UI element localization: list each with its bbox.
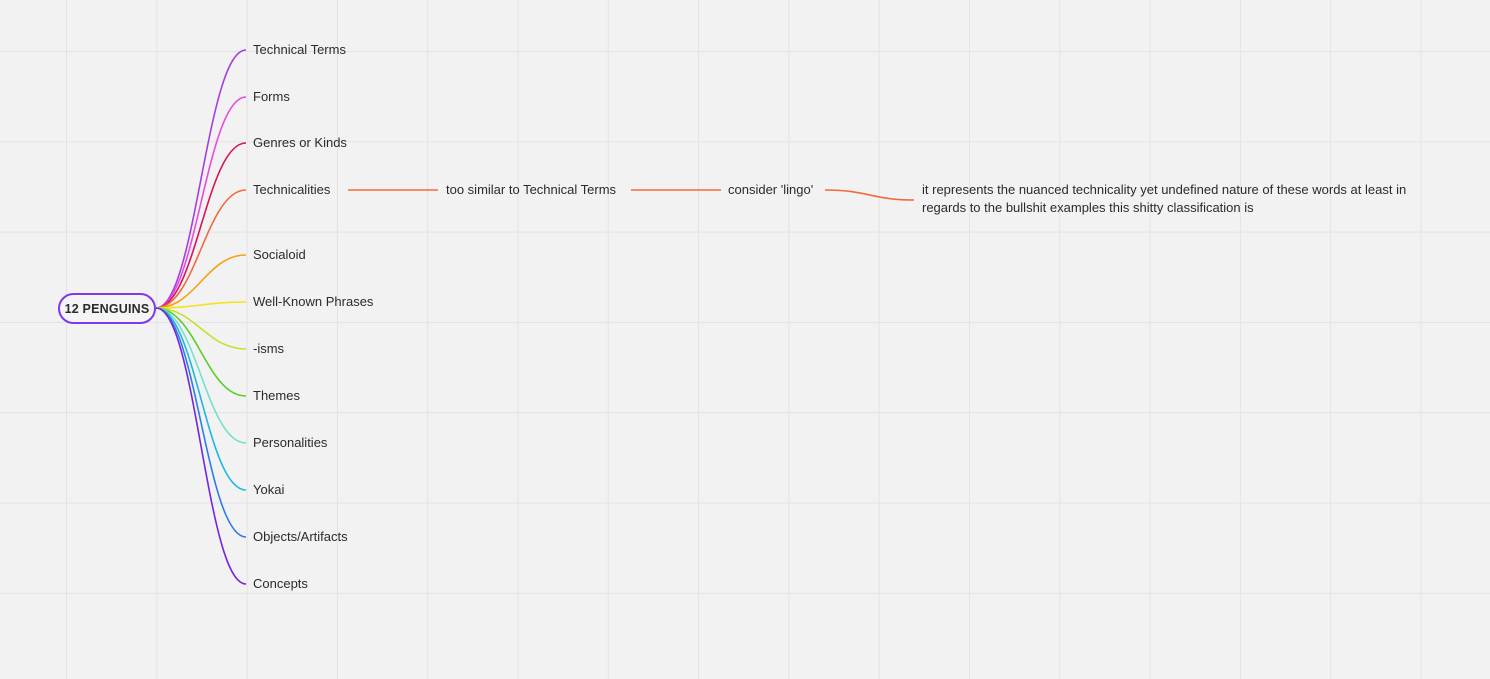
branch-node-socialoid[interactable]: Socialoid (253, 247, 306, 262)
root-node[interactable]: 12 PENGUINS (58, 293, 156, 324)
child-node-too-similar[interactable]: too similar to Technical Terms (446, 182, 617, 197)
chain-connector (824, 189, 915, 201)
branch-node-objects-artifacts[interactable]: Objects/Artifacts (253, 529, 348, 544)
branch-node-concepts[interactable]: Concepts (253, 576, 308, 591)
branch-node-well-known-phrases[interactable]: Well-Known Phrases (253, 294, 374, 309)
branch-node-themes[interactable]: Themes (253, 388, 300, 403)
root-node-label: 12 PENGUINS (64, 301, 150, 316)
child-node-explanation[interactable]: it represents the nuanced technicality y… (922, 182, 1407, 215)
branch-connector (155, 307, 247, 397)
branch-node-yokai[interactable]: Yokai (253, 482, 285, 497)
branch-node-forms[interactable]: Forms (253, 89, 290, 104)
branch-connector (155, 307, 247, 585)
branch-connector (155, 96, 247, 309)
branch-connector (155, 49, 247, 309)
child-node-consider-lingo[interactable]: consider 'lingo' (728, 182, 814, 197)
branch-node-genres-or-kinds[interactable]: Genres or Kinds (253, 135, 347, 150)
branch-connector (155, 307, 247, 538)
branch-node-personalities[interactable]: Personalities (253, 435, 328, 450)
branch-node-technical-terms[interactable]: Technical Terms (253, 42, 346, 57)
branch-connector (155, 301, 247, 309)
branch-connector (155, 307, 247, 491)
branch-connector (155, 307, 247, 350)
branch-node-isms[interactable]: -isms (253, 341, 285, 356)
branch-connector (155, 142, 247, 309)
branch-connector (155, 254, 247, 309)
branch-connector (155, 189, 247, 309)
branch-connector (155, 307, 247, 444)
branch-node-technicalities[interactable]: Technicalities (253, 182, 331, 197)
